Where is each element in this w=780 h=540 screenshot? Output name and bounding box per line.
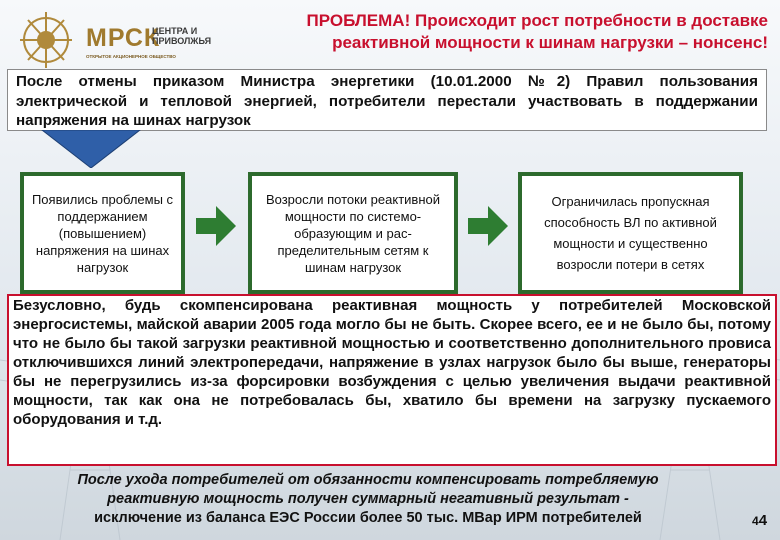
intro-text-box: После отмены приказом Министра энергетик…: [7, 69, 767, 131]
page-number: 44: [752, 512, 767, 529]
logo-main-text: МРСК: [86, 24, 161, 52]
page-number-big: 4: [758, 512, 768, 529]
flow-box-text: Появились проблемы с поддержанием (повыш…: [31, 191, 174, 275]
page-number-small: 4: [752, 514, 759, 528]
logo-tagline: ОТКРЫТОЕ АКЦИОНЕРНОЕ ОБЩЕСТВО: [86, 54, 176, 59]
down-arrow-icon: [41, 130, 141, 168]
flow-box-voltage-problems: Появились проблемы с поддержанием (повыш…: [20, 172, 185, 294]
flow-box-text: Ограничилась пропускная способность ВЛ п…: [544, 194, 717, 272]
flow-box-capacity-limited: Ограничилась пропускная способность ВЛ п…: [518, 172, 743, 294]
logo-sub-line2: ПРИВОЛЖЬЯ: [152, 36, 212, 46]
conclusion-line3: исключение из баланса ЕЭС России более 5…: [94, 510, 642, 526]
logo-emblem-icon: [20, 12, 72, 68]
right-arrow-icon: [468, 206, 508, 246]
flow-box-reactive-flows: Возросли потоки реактивной мощности по с…: [248, 172, 458, 294]
conclusion-line1: После ухода потребителей от обязанности …: [77, 472, 659, 488]
right-arrow-icon: [196, 206, 236, 246]
conclusion-text: После ухода потребителей от обязанности …: [8, 471, 728, 528]
conclusion-line2: реактивную мощность получен суммарный не…: [107, 491, 629, 507]
flow-box-text: Возросли потоки реактивной мощности по с…: [265, 191, 441, 275]
logo-sub-line1: ЦЕНТРА И: [152, 26, 198, 36]
slide-title: ПРОБЛЕМА! Происходит рост потребности в …: [306, 11, 768, 52]
company-logo: МРСК ЦЕНТРА И ПРИВОЛЖЬЯ ОТКРЫТОЕ АКЦИОНЕ…: [6, 4, 216, 72]
main-text-box: Безусловно, будь скомпенсирована реактив…: [7, 294, 777, 466]
